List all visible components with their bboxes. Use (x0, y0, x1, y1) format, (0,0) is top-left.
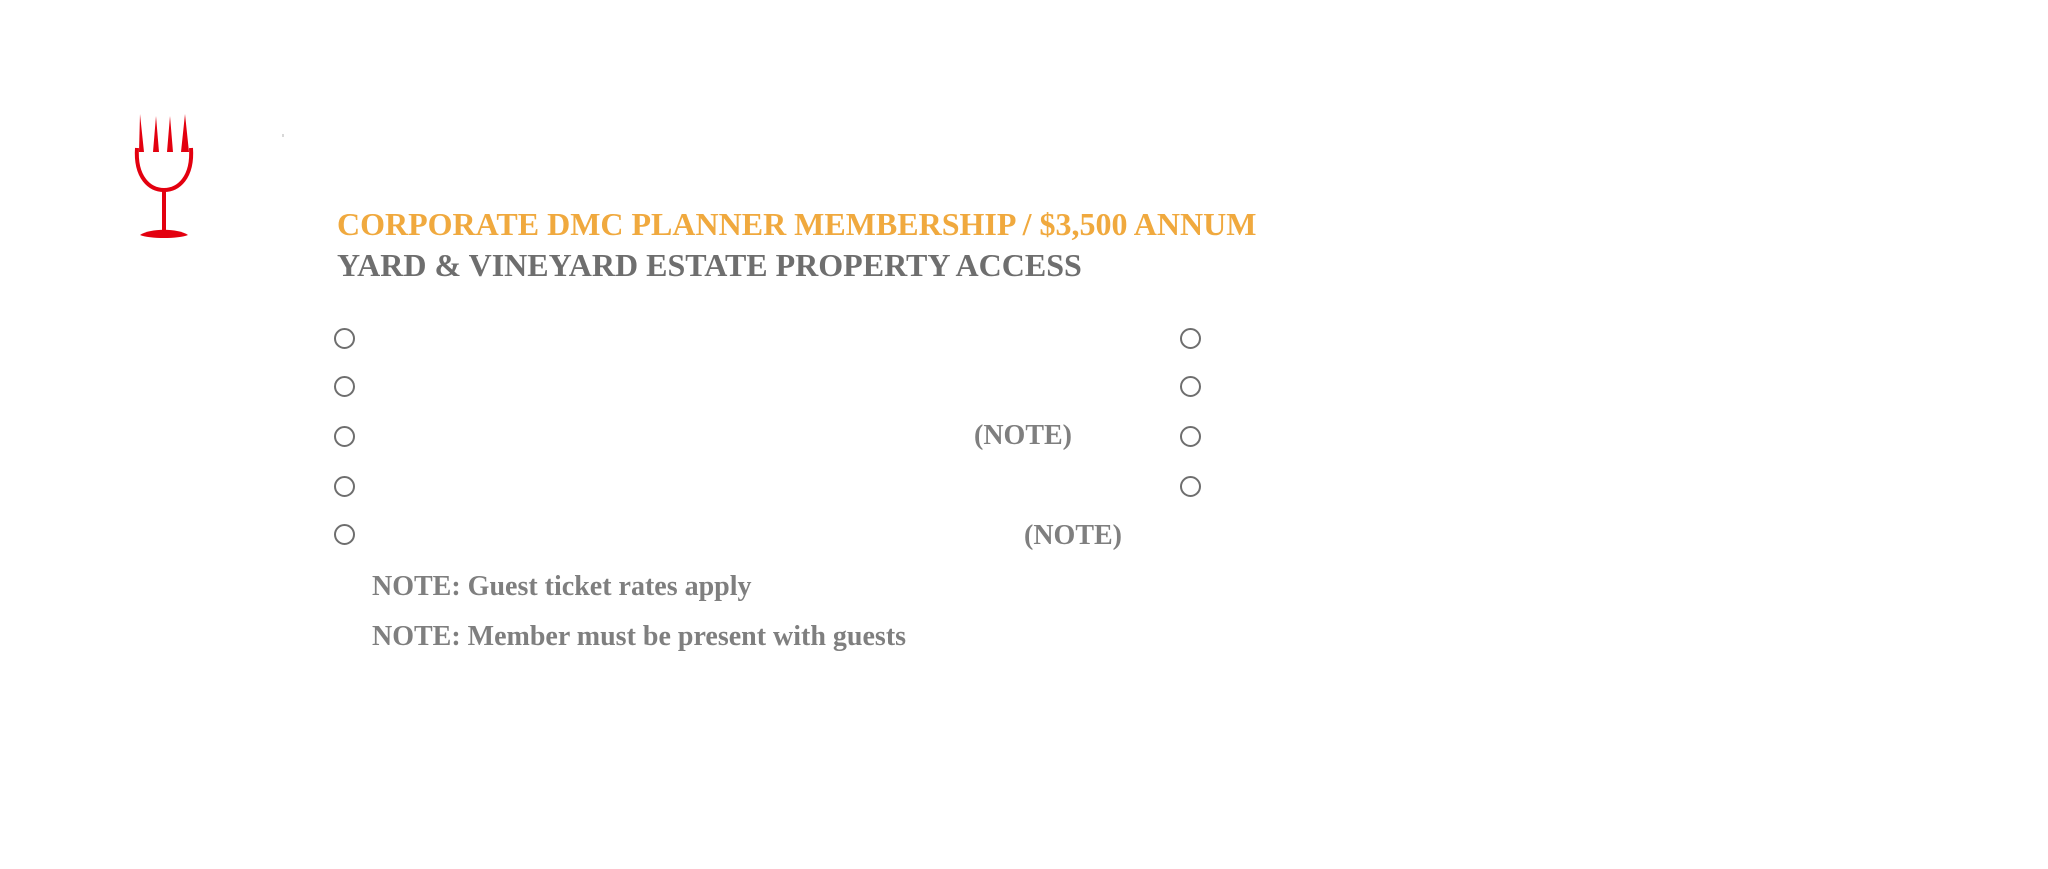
note-guest-ticket-rates: NOTE: Guest ticket rates apply (372, 571, 752, 602)
option-radio-right-2[interactable] (1180, 376, 1201, 397)
membership-subtitle: YARD & VINEYARD ESTATE PROPERTY ACCESS (337, 247, 1082, 283)
option-radio-left-3[interactable] (334, 426, 355, 447)
membership-title: CORPORATE DMC PLANNER MEMBERSHIP / $3,50… (337, 206, 1257, 242)
option-note-row-5: (NOTE) (1024, 520, 1122, 551)
option-radio-right-1[interactable] (1180, 328, 1201, 349)
option-radio-left-2[interactable] (334, 376, 355, 397)
option-radio-right-4[interactable] (1180, 476, 1201, 497)
option-radio-left-1[interactable] (334, 328, 355, 349)
option-radio-right-3[interactable] (1180, 426, 1201, 447)
option-note-row-3: (NOTE) (974, 420, 1072, 451)
stray-mark (282, 134, 284, 137)
fork-wine-glass-icon (134, 114, 194, 238)
note-member-present: NOTE: Member must be present with guests (372, 621, 907, 652)
option-radio-left-5[interactable] (334, 524, 355, 545)
option-radio-left-4[interactable] (334, 476, 355, 497)
